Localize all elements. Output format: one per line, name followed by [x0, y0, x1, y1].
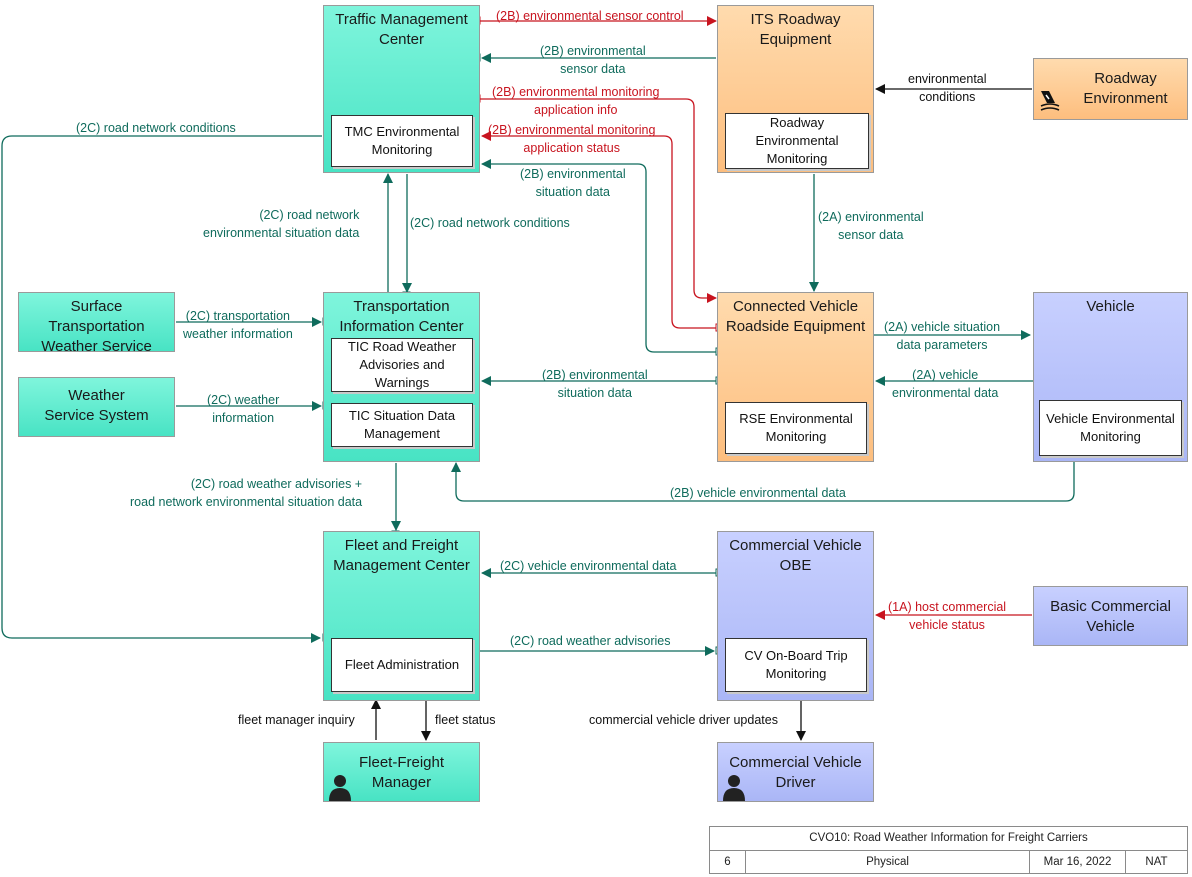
- box-title: Basic Commercial Vehicle: [1050, 598, 1171, 635]
- flow-label-app-info: (2B) environmental monitoring applicatio…: [492, 83, 659, 119]
- flow-label-line: conditions: [919, 90, 976, 104]
- flow-label-line: weather information: [183, 327, 293, 341]
- box-commercial-vehicle-driver: Commercial Vehicle Driver: [717, 742, 874, 802]
- flow-label-app-status: (2B) environmental monitoring applicatio…: [488, 121, 655, 157]
- box-title: Connected Vehicle Roadside Equipment: [725, 298, 866, 335]
- sub-rse-environmental-monitoring: RSE Environmental Monitoring: [725, 402, 867, 454]
- flow-label-line: (2A) vehicle situation: [884, 320, 1001, 334]
- flow-label-vehicle-to-tic: (2B) vehicle environmental data: [670, 486, 846, 500]
- flow-line-app-info: [480, 98, 717, 303]
- box-roadway-environment: Roadway Environment: [1033, 58, 1188, 120]
- flow-label-line: (1A) host commercial: [888, 600, 1007, 614]
- box-fleet-and-freight-management-center: Fleet and Freight Management Center Flee…: [323, 531, 480, 701]
- flow-label-line: environmental data: [892, 386, 999, 400]
- flow-label-line: (2C) road weather advisories +: [190, 477, 363, 491]
- organization: NAT: [1145, 856, 1168, 868]
- flow-label-line: (2C) transportation: [185, 309, 290, 323]
- flow-label-line: (2B) environmental monitoring: [488, 123, 656, 137]
- sub-tic-road-weather-advisories: TIC Road Weather Advisories and Warnings: [331, 338, 473, 392]
- box-traffic-management-center: Traffic Management Center TMC Environmen…: [323, 5, 480, 173]
- flow-label-tic-to-ffmc: (2C) road weather advisories + road netw…: [130, 475, 362, 511]
- box-surface-transportation-weather-service: Surface Transportation Weather Service: [18, 292, 175, 355]
- flow-label-line: (2B) environmental: [520, 167, 626, 181]
- flow-label-line: (2A) environmental: [818, 210, 924, 224]
- flow-line-app-status: [481, 131, 716, 329]
- box-its-roadway-equipment: ITS Roadway Equipment Roadway Environmen…: [717, 5, 874, 173]
- flow-label-line: (2A) vehicle: [912, 368, 979, 382]
- diagram-date: Mar 16, 2022: [1030, 851, 1126, 874]
- flow-label-line: vehicle status: [909, 618, 985, 632]
- flow-label-bcv-to-cvobe: (1A) host commercial vehicle status: [888, 598, 1006, 634]
- flow-label-line: situation data: [535, 185, 610, 199]
- box-title: Weather Service System: [44, 387, 149, 424]
- sub-fleet-administration: Fleet Administration: [331, 638, 473, 692]
- sub-vehicle-environmental-monitoring: Vehicle Environmental Monitoring: [1039, 400, 1182, 456]
- flow-label-line: sensor data: [838, 228, 904, 242]
- flow-label-cvobe-to-ffmc: (2C) vehicle environmental data: [500, 559, 677, 573]
- flow-label-rse-to-tic: (2B) environmental situation data: [542, 366, 648, 402]
- sub-tmc-environmental-monitoring: TMC Environmental Monitoring: [331, 115, 473, 167]
- flow-label-line: (2C) road network: [259, 208, 360, 222]
- flow-label-fleet-inquiry: fleet manager inquiry: [238, 713, 355, 727]
- flow-label-fleet-status: fleet status: [435, 713, 496, 727]
- box-title: ITS Roadway Equipment: [750, 11, 841, 48]
- box-title: Vehicle: [1086, 298, 1135, 315]
- box-connected-vehicle-roadside-equipment: Connected Vehicle Roadside Equipment RSE…: [717, 292, 874, 462]
- flow-line-situation-data-tmc: [481, 159, 716, 353]
- flow-line-vehicle-to-tic: [451, 457, 1075, 502]
- person-icon: [723, 775, 745, 801]
- flow-label-line: environmental situation data: [203, 226, 360, 240]
- box-title: Commercial Vehicle Driver: [729, 754, 862, 791]
- flow-label-rse-to-vehicle: (2A) vehicle situation data parameters: [884, 318, 1000, 354]
- box-title: Commercial Vehicle OBE: [729, 537, 862, 574]
- flow-label-env-sensor-data: (2B) environmental sensor data: [540, 42, 646, 78]
- flow-label-ffmc-to-cvobe: (2C) road weather advisories: [510, 634, 671, 648]
- flow-label-its-to-rse: (2A) environmental sensor data: [818, 208, 924, 244]
- flow-label-tmc-to-tic: (2C) road network conditions: [410, 216, 570, 230]
- flow-label-line: (2C) weather: [207, 393, 280, 407]
- flow-label-line: information: [212, 411, 275, 425]
- flow-label-line: (2B) environmental: [542, 368, 648, 382]
- diagram-title: CVO10: Road Weather Information for Frei…: [710, 827, 1187, 851]
- sub-cv-on-board-trip-monitoring: CV On-Board Trip Monitoring: [725, 638, 867, 692]
- flow-label-tic-to-tmc: (2C) road network environmental situatio…: [203, 206, 359, 242]
- box-fleet-freight-manager: Fleet-Freight Manager: [323, 742, 480, 802]
- box-vehicle: Vehicle Vehicle Environmental Monitoring: [1033, 292, 1188, 462]
- flow-label-line: (2B) environmental monitoring: [492, 85, 660, 99]
- flow-label-stws-to-tic: (2C) transportation weather information: [183, 307, 293, 343]
- box-commercial-vehicle-obe: Commercial Vehicle OBE CV On-Board Trip …: [717, 531, 874, 701]
- flow-label-line: data parameters: [896, 338, 988, 352]
- box-title: Transportation Information Center: [339, 298, 464, 335]
- flow-label-env-sensor-control: (2B) environmental sensor control: [496, 9, 684, 23]
- page-number: 6: [710, 851, 746, 874]
- flow-line-road-network-conditions-loop: [1, 135, 322, 643]
- flow-label-line: application status: [523, 141, 621, 155]
- box-title: Surface Transportation Weather Service: [41, 298, 152, 355]
- flow-label-situation-data-tmc: (2B) environmental situation data: [520, 165, 626, 201]
- flow-label-line: (2B) environmental: [540, 44, 646, 58]
- box-transportation-information-center: Transportation Information Center TIC Ro…: [323, 292, 480, 462]
- flow-label-line: application info: [534, 103, 618, 117]
- box-title: Roadway Environment: [1083, 70, 1168, 107]
- person-icon: [329, 775, 351, 801]
- box-weather-service-system: Weather Service System: [18, 377, 175, 437]
- flow-label-line: situation data: [557, 386, 632, 400]
- sub-roadway-environmental-monitoring: Roadway Environmental Monitoring: [725, 113, 869, 169]
- flow-label-line: road network environmental situation dat…: [130, 495, 363, 509]
- diagram-title-block: CVO10: Road Weather Information for Frei…: [709, 826, 1188, 874]
- box-title: Traffic Management Center: [335, 11, 468, 48]
- view-type: Physical: [746, 851, 1030, 874]
- flow-label-env-conditions: environmental conditions: [908, 70, 987, 106]
- box-title: Fleet-Freight Manager: [358, 754, 445, 791]
- flow-label-driver-updates: commercial vehicle driver updates: [589, 713, 778, 727]
- flow-label-wss-to-tic: (2C) weather information: [207, 391, 279, 427]
- flow-label-line: environmental: [908, 72, 987, 86]
- box-basic-commercial-vehicle: Basic Commercial Vehicle: [1033, 586, 1188, 646]
- box-title: Fleet and Freight Management Center: [333, 537, 470, 574]
- road-icon: [1040, 91, 1060, 111]
- flow-label-road-network-conditions-loop: (2C) road network conditions: [76, 121, 236, 135]
- sub-tic-situation-data-management: TIC Situation Data Management: [331, 403, 473, 447]
- flow-label-vehicle-to-rse: (2A) vehicle environmental data: [892, 366, 998, 402]
- flow-label-line: sensor data: [560, 62, 626, 76]
